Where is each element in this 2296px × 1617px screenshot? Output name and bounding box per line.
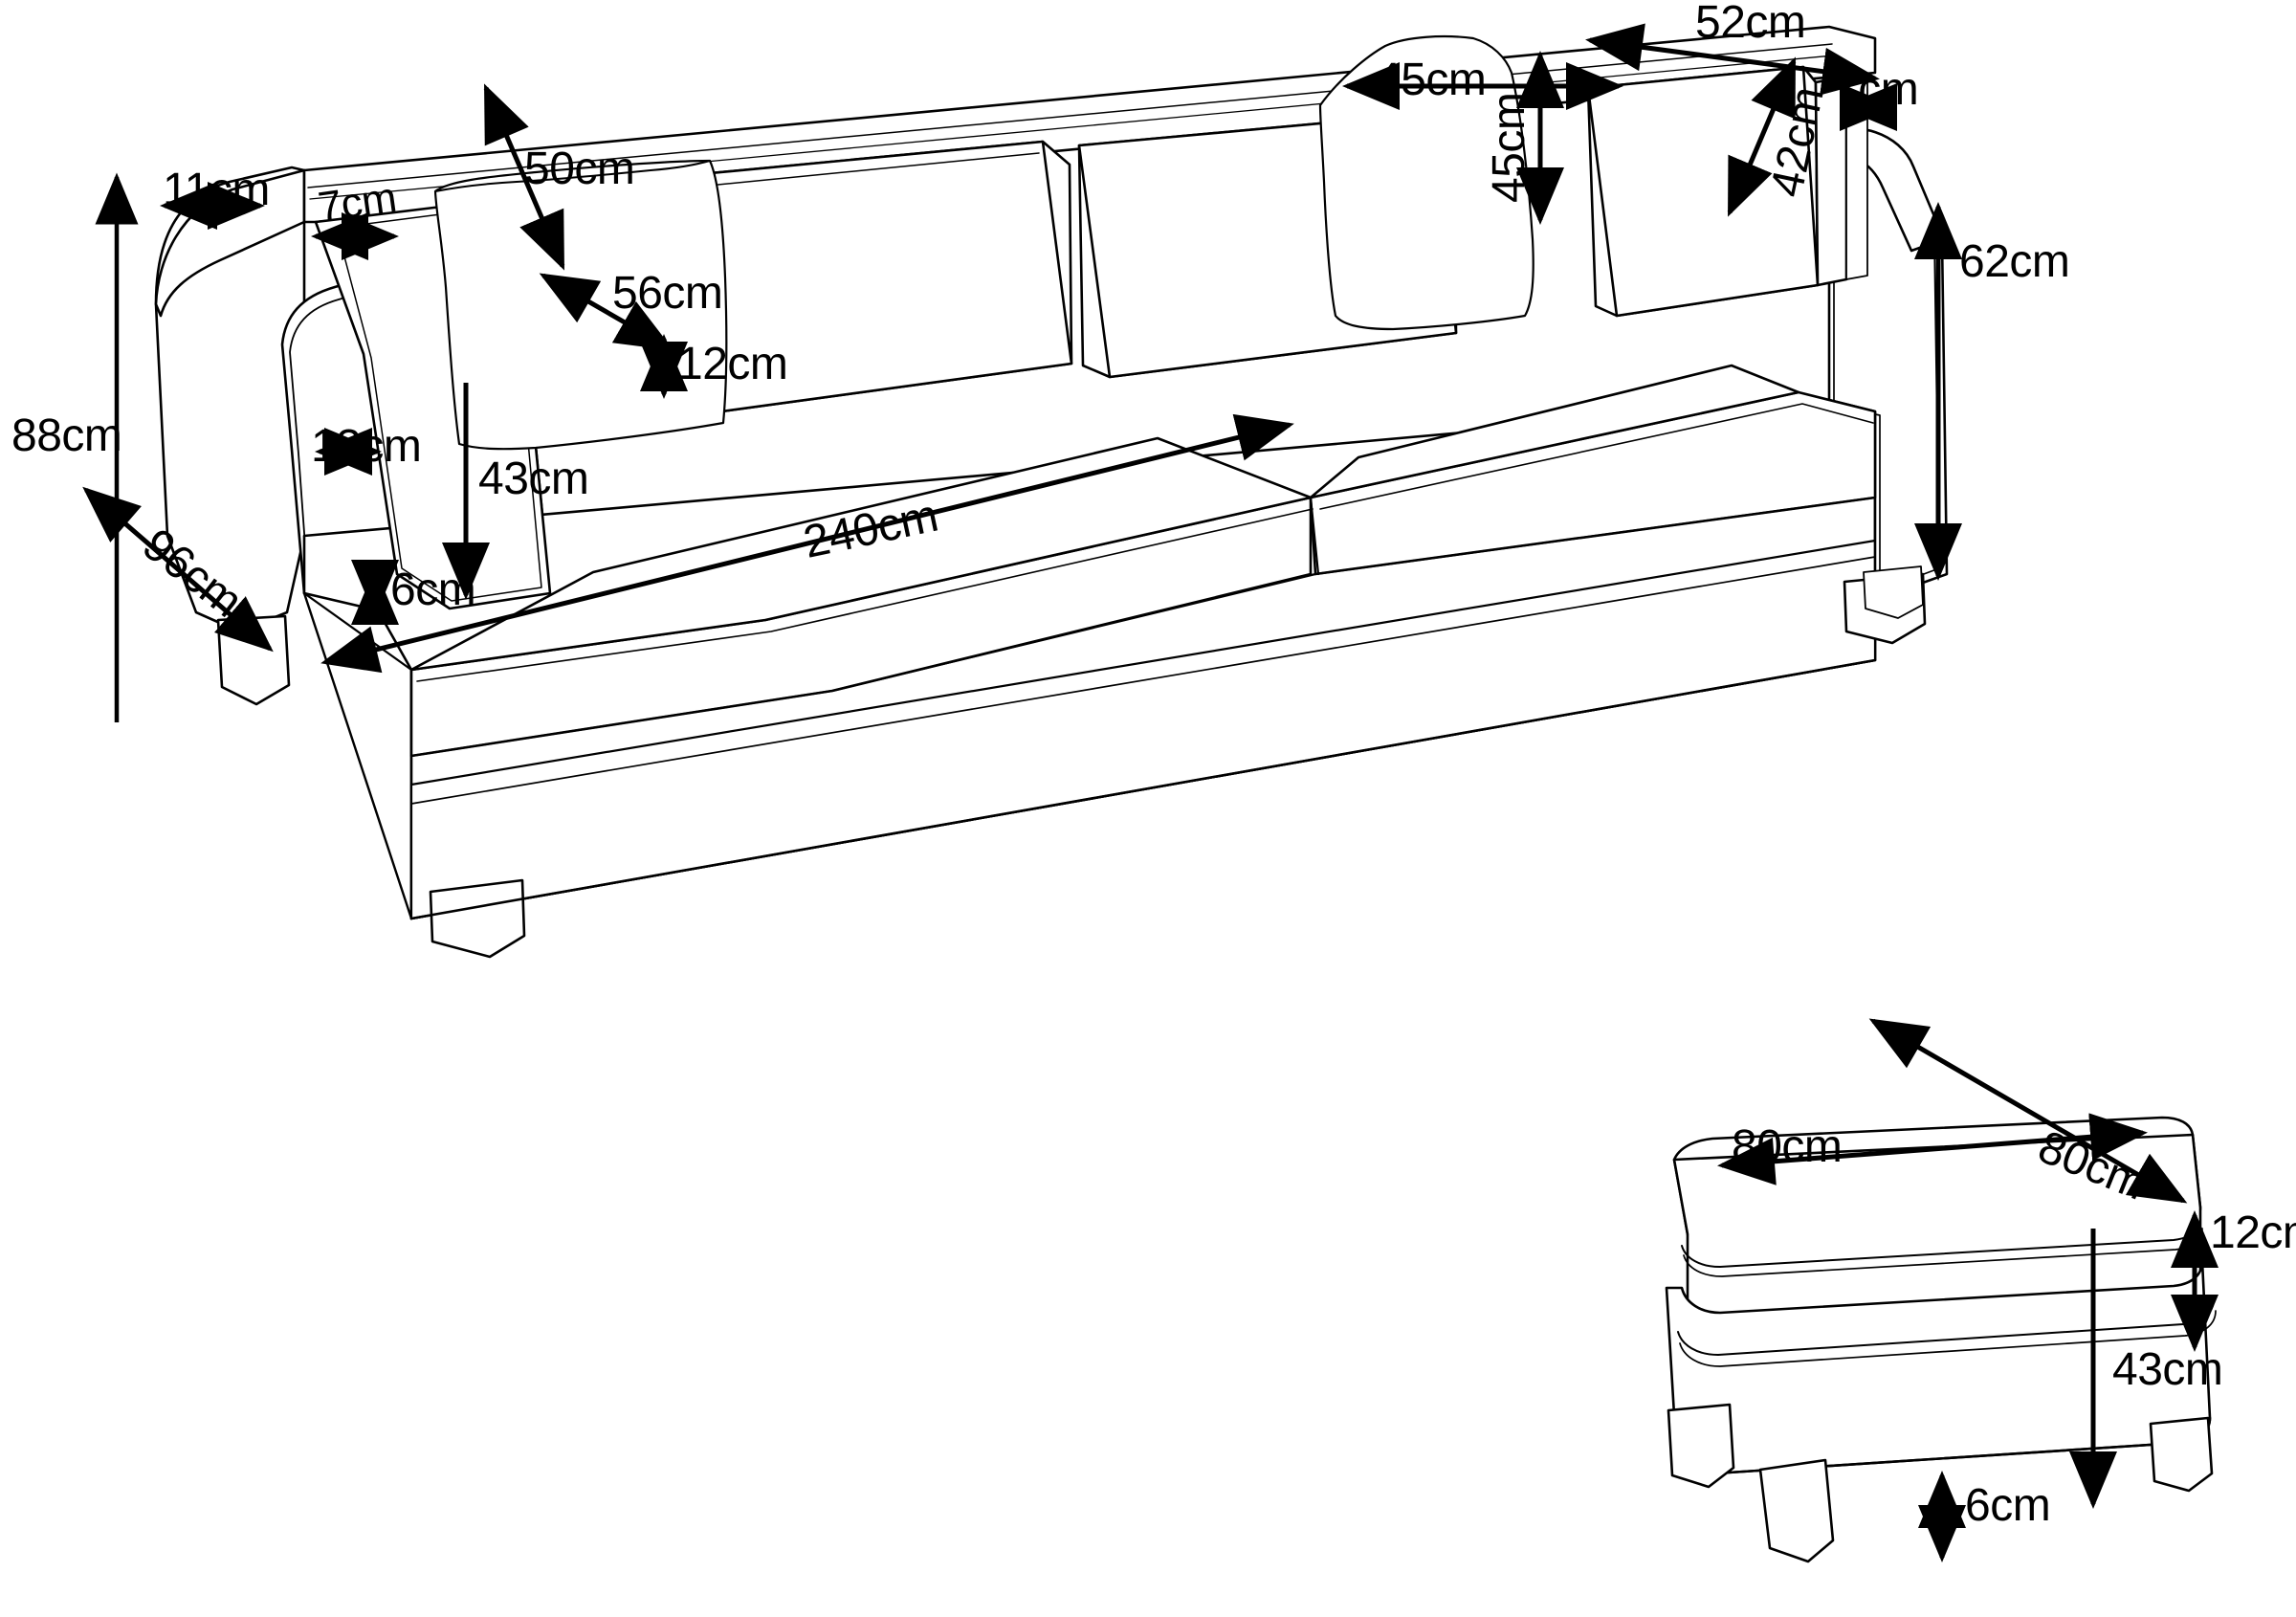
dimension-label-leg-height: 6cm [390,565,476,615]
dim-line-96cm [82,486,274,653]
dimension-label-stool-height: 43cm [2112,1344,2223,1395]
footstool-leg-right [2149,1416,2214,1493]
dimension-label-stool-width: 80cm [1732,1121,1843,1172]
dimension-label-arm-cushion-thickness: 7cm [315,173,400,232]
dimension-label-back-cushion-height: 50cm [524,144,635,194]
footstool-dimension-lines [1717,1018,2219,1562]
footstool-leg-front-left [1758,1458,1835,1563]
back-cushion-2-piping [669,152,1040,190]
dim-line-42cm [1727,56,1797,217]
sofa-seat-cushion-right-top [1309,364,1800,499]
sofa-base-skirt-piping [410,556,1876,805]
dimension-label-arm-height: 62cm [1959,236,2070,287]
dim-line-50cm [483,83,565,271]
dimension-label-scatter-cushion-height: 45cm [1484,92,1534,203]
dimension-label-overall-height: 88cm [11,410,122,461]
dim-line-240cm [320,413,1294,674]
dimension-label-right-cushion-thickness: 7cm [1833,64,1919,115]
sofa-leg-right-back [1863,565,1924,619]
dimension-label-stool-cushion-thickness: 12cm [2210,1207,2296,1258]
sofa-leg-back-left [429,878,526,959]
sofa-illustration [154,25,1949,959]
dimension-label-back-cushion-thickness: 11cm [163,165,270,215]
scatter-cushion-left-wave [434,160,711,192]
dimension-label-scatter-cushion-width: 45cm [1376,55,1487,105]
dimension-label-stool-leg-height: 6cm [1965,1480,2051,1531]
dimension-label-module-width: 52cm [1695,0,1806,48]
dim-line-80cm-b [1868,1018,2188,1204]
sofa-dimension-lines [82,23,1962,722]
sofa-leg-front-left [216,614,291,706]
seat-piping-right [1319,403,1874,510]
footstool-leg-left [1667,1403,1735,1489]
dimension-label-seat-height: 43cm [478,454,589,504]
sofa-left-arm-top [154,168,306,318]
dimension-label-seat-depth: 56cm [612,268,723,319]
dimension-label-seat-cushion-thickness: 12cm [677,339,788,389]
dimension-label-arm-width: 13cm [311,421,422,472]
sofa-base-bottom [409,658,1877,920]
seat-cushion-divider [1309,496,1320,576]
